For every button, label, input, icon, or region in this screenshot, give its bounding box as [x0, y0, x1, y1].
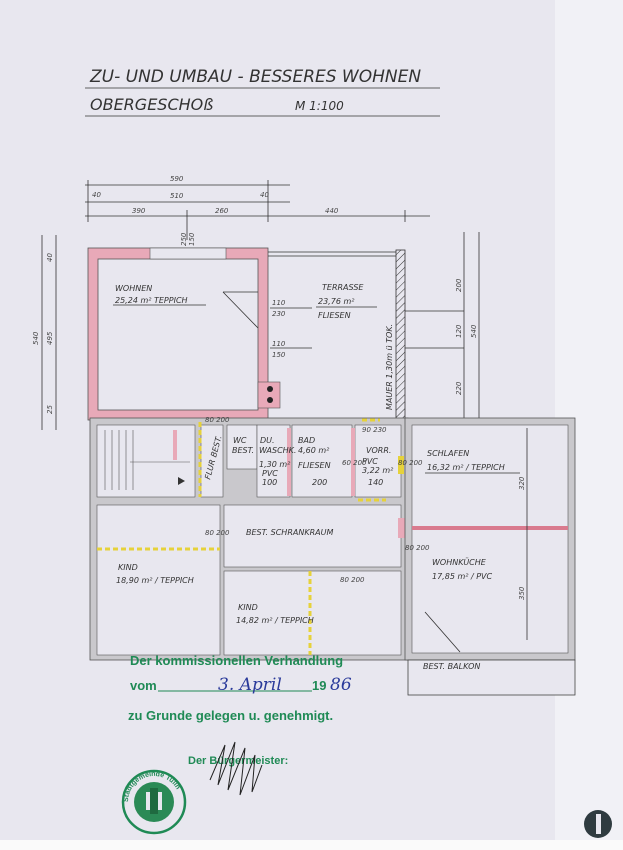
svg-text:FLIESEN: FLIESEN — [318, 311, 351, 320]
svg-text:SCHLAFEN: SCHLAFEN — [427, 449, 469, 458]
municipal-seal: Stadtgemeinde Tulln — [121, 769, 187, 835]
stamp-line1: Der kommissionellen Verhandlung — [130, 653, 343, 668]
title-line1: ZU- UND UMBAU - BESSERES WOHNEN — [89, 67, 421, 87]
brand-logo — [584, 810, 612, 838]
svg-text:1,30 m²: 1,30 m² — [259, 460, 291, 469]
svg-text:80 200: 80 200 — [205, 416, 230, 424]
svg-text:150: 150 — [188, 232, 196, 246]
svg-text:3,22 m²: 3,22 m² — [362, 466, 394, 475]
svg-text:WOHNKÜCHE: WOHNKÜCHE — [432, 557, 487, 567]
svg-text:BAD: BAD — [298, 436, 315, 445]
svg-text:WOHNEN: WOHNEN — [115, 284, 152, 293]
svg-text:4,60 m²: 4,60 m² — [298, 446, 330, 455]
svg-text:17,85 m² / PVC: 17,85 m² / PVC — [432, 572, 493, 581]
svg-text:230: 230 — [272, 310, 286, 318]
stamp-line3: zu Grunde gelegen u. genehmigt. — [128, 708, 333, 723]
svg-text:BEST.: BEST. — [232, 446, 254, 455]
room-labels: FLUR BEST. WC BEST. DU. WASCHK. 1,30 m² … — [116, 416, 520, 671]
left-dimensions: 540 495 40 25 — [32, 235, 57, 430]
svg-text:320: 320 — [518, 476, 526, 490]
svg-text:WASCHK.: WASCHK. — [259, 446, 296, 455]
right-block: 320 350 — [404, 417, 576, 696]
svg-text:110: 110 — [272, 299, 286, 307]
svg-text:80 200: 80 200 — [405, 544, 430, 552]
svg-text:120: 120 — [455, 324, 463, 338]
svg-text:80 200: 80 200 — [340, 576, 365, 584]
svg-text:540: 540 — [32, 331, 40, 345]
svg-text:PVC: PVC — [362, 457, 378, 466]
svg-text:540: 540 — [470, 324, 478, 338]
svg-text:TERRASSE: TERRASSE — [322, 283, 364, 292]
svg-text:590: 590 — [170, 175, 184, 183]
svg-text:25,24 m² TEPPICH: 25,24 m² TEPPICH — [115, 296, 188, 305]
svg-text:260: 260 — [215, 207, 229, 215]
svg-text:80 200: 80 200 — [205, 529, 230, 537]
wohnen-room: 250 150 WOHNEN 25,24 m² TEPPICH — [87, 232, 281, 421]
svg-text:200: 200 — [312, 478, 327, 487]
svg-text:100: 100 — [262, 478, 277, 487]
mauer-label: MAUER 1,30m ü TOK. — [385, 324, 394, 410]
stamp-signatory: Der Bürgermeister: — [188, 755, 288, 767]
svg-text:14,82 m² / TEPPICH: 14,82 m² / TEPPICH — [236, 616, 314, 625]
signature — [209, 741, 263, 796]
svg-text:250: 250 — [180, 232, 188, 246]
svg-text:BEST. SCHRANKRAUM: BEST. SCHRANKRAUM — [246, 528, 333, 537]
scale: M 1:100 — [295, 99, 344, 113]
paper-bottom-edge — [0, 840, 623, 850]
svg-text:110: 110 — [272, 340, 286, 348]
svg-text:BEST. BALKON: BEST. BALKON — [423, 662, 480, 671]
svg-text:40: 40 — [46, 253, 54, 262]
svg-text:25: 25 — [46, 405, 54, 414]
svg-text:60 200: 60 200 — [342, 459, 367, 467]
top-dimensions: 590 510 40 40 390 260 440 — [85, 175, 430, 240]
stamp-vom: vom — [130, 678, 157, 693]
svg-text:KIND: KIND — [238, 603, 258, 612]
svg-text:FLIESEN: FLIESEN — [298, 461, 331, 470]
svg-text:16,32 m² / TEPPICH: 16,32 m² / TEPPICH — [427, 463, 505, 472]
existing-building — [89, 417, 409, 661]
svg-text:KIND: KIND — [118, 563, 138, 572]
svg-text:140: 140 — [368, 478, 383, 487]
title-line2: OBERGESCHOß — [90, 95, 213, 114]
svg-text:150: 150 — [272, 351, 286, 359]
svg-text:440: 440 — [325, 207, 339, 215]
stamp-year-prefix: 19 — [312, 678, 326, 693]
svg-text:VORR.: VORR. — [366, 446, 391, 455]
approval-stamp: Der kommissionellen Verhandlung vom 3. A… — [128, 653, 352, 796]
svg-text:510: 510 — [170, 192, 184, 200]
svg-text:200: 200 — [455, 278, 463, 292]
svg-text:40: 40 — [260, 191, 269, 199]
svg-text:350: 350 — [518, 586, 526, 600]
terrasse-area: 110 230 110 150 TERRASSE 23,76 m² FLIESE… — [268, 249, 406, 421]
svg-text:220: 220 — [455, 381, 463, 395]
svg-text:23,76 m²: 23,76 m² — [318, 297, 355, 306]
svg-text:PVC: PVC — [262, 469, 278, 478]
svg-text:80 200: 80 200 — [398, 459, 423, 467]
right-dimensions: 200 120 220 540 — [405, 232, 480, 420]
svg-text:18,90 m² / TEPPICH: 18,90 m² / TEPPICH — [116, 576, 194, 585]
stamp-date: 3. April — [218, 675, 282, 695]
svg-text:40: 40 — [92, 191, 101, 199]
svg-text:WC: WC — [233, 436, 247, 445]
svg-text:90 230: 90 230 — [362, 426, 387, 434]
svg-text:DU.: DU. — [260, 436, 275, 445]
svg-text:495: 495 — [46, 331, 54, 345]
stamp-year: 86 — [330, 675, 352, 695]
svg-text:390: 390 — [132, 207, 146, 215]
